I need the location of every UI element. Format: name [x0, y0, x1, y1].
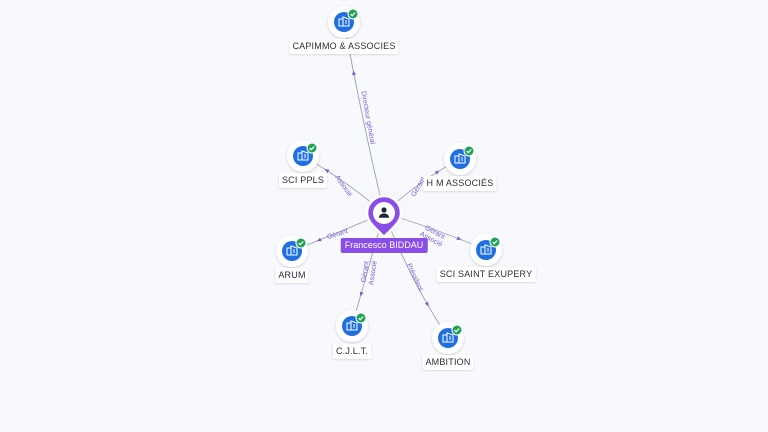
center-name-label[interactable]: Francesco BIDDAU	[340, 238, 428, 253]
edge-role-label: Président	[405, 262, 424, 292]
verified-check-icon	[347, 8, 359, 20]
company-node-scippls[interactable]	[287, 140, 319, 172]
company-label-capimmo[interactable]: CAPIMMO & ASSOCIES	[289, 39, 399, 54]
company-label-cjlt[interactable]: C.J.L.T.	[332, 344, 372, 359]
company-label-scisaintexupery[interactable]: SCI SAINT EXUPERY	[436, 267, 536, 282]
building-icon	[346, 320, 358, 331]
building-icon	[480, 244, 492, 255]
company-node-scisaintexupery[interactable]	[470, 234, 502, 266]
building-icon	[297, 150, 309, 161]
verified-check-icon	[489, 236, 501, 248]
edge-arrow	[324, 169, 330, 174]
person-icon	[378, 207, 390, 218]
company-label-hmassocies[interactable]: H M ASSOCIÉS	[423, 176, 497, 191]
company-label-ambition[interactable]: AMBITION	[422, 355, 474, 370]
nodes	[276, 6, 502, 354]
company-node-capimmo[interactable]	[328, 6, 360, 38]
edge-arrow	[424, 301, 429, 307]
edge-arrow	[434, 170, 440, 175]
edge-arrow	[316, 237, 322, 242]
verified-check-icon	[451, 324, 463, 336]
edge-arrow	[456, 236, 462, 240]
verified-check-icon	[355, 312, 367, 324]
company-node-arum[interactable]	[276, 235, 308, 267]
edge-arrow	[359, 291, 364, 297]
company-label-scippls[interactable]: SCI PPLS	[278, 173, 328, 188]
building-icon	[338, 16, 350, 27]
verified-check-icon	[306, 142, 318, 154]
person-icon-bg	[373, 202, 395, 224]
verified-check-icon	[295, 237, 307, 249]
verified-check-icon	[463, 145, 475, 157]
edge-arrow	[352, 70, 357, 76]
edge-role-label: Gérant	[361, 261, 371, 283]
edge-role-label: Directeur général	[359, 91, 375, 146]
company-label-arum[interactable]: ARUM	[275, 268, 309, 283]
edge-role-label: Associé	[368, 260, 378, 285]
company-node-ambition[interactable]	[432, 322, 464, 354]
building-icon	[442, 332, 454, 343]
center-node[interactable]	[358, 187, 410, 239]
building-icon	[286, 245, 298, 256]
company-node-cjlt[interactable]	[336, 310, 368, 342]
building-icon	[454, 153, 466, 164]
company-node-hmassocies[interactable]	[444, 143, 476, 175]
